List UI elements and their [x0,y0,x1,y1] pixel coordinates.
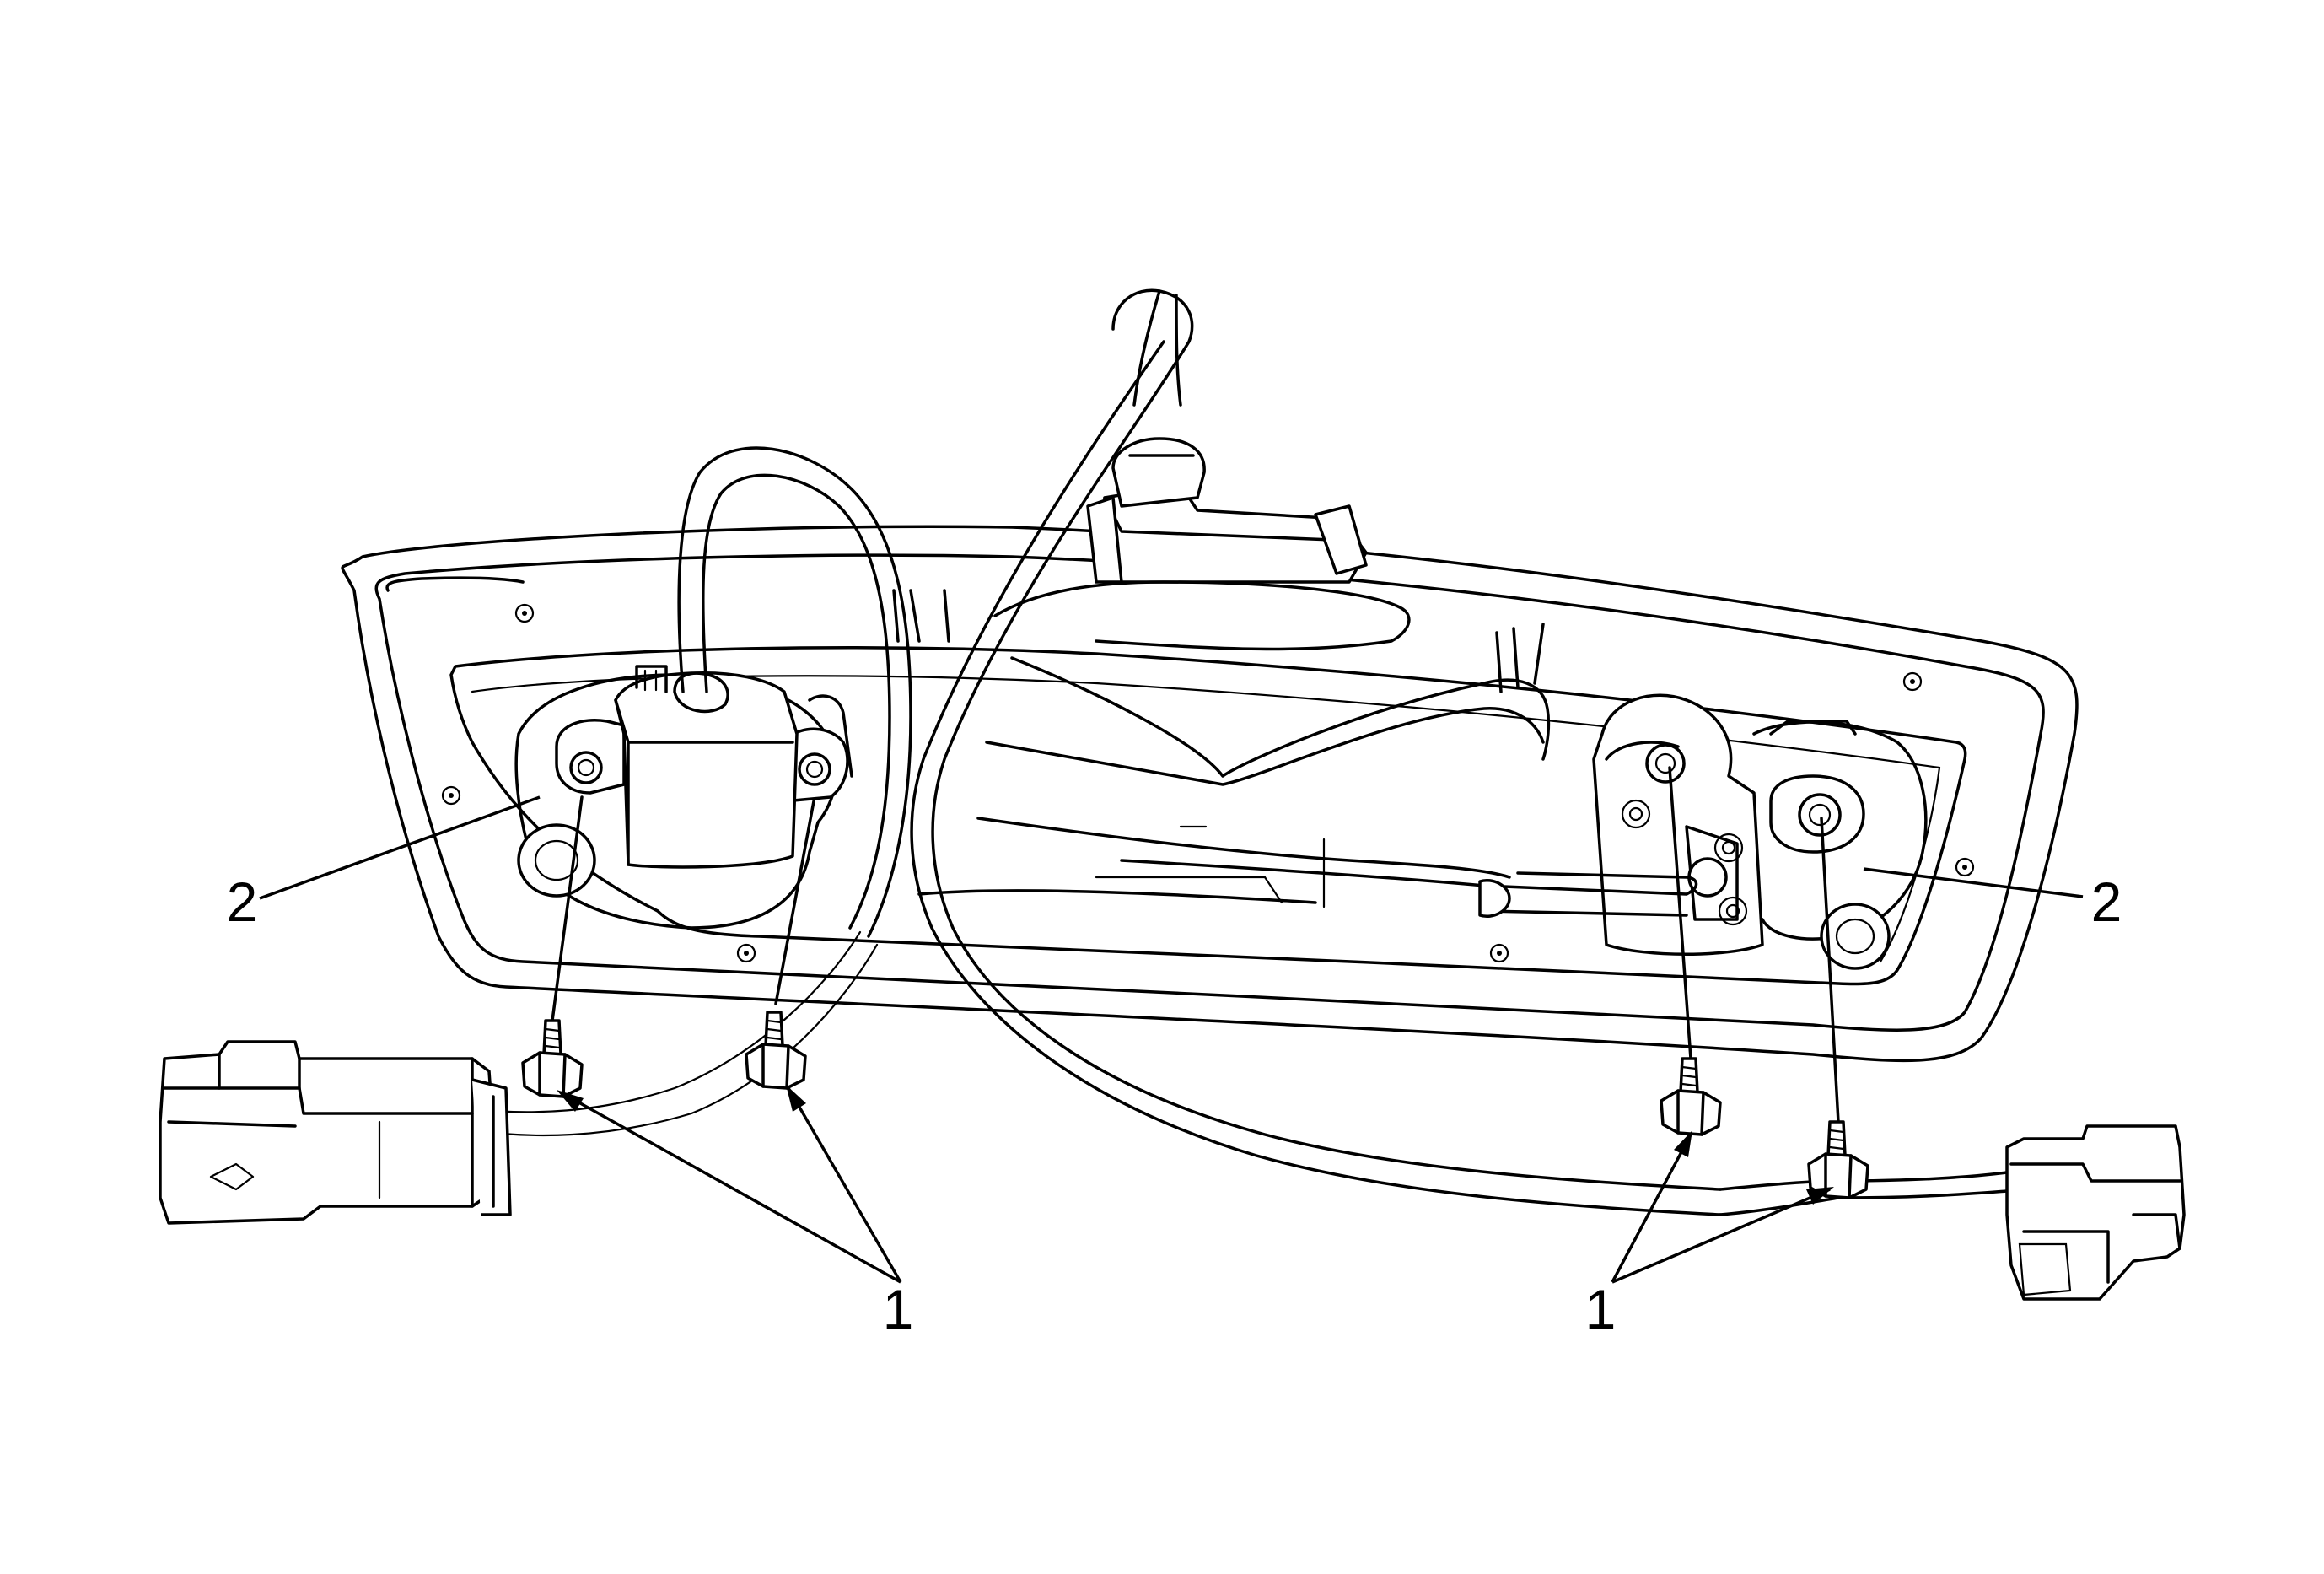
outer-bezel [341,525,2079,1063]
right-connector [2005,1124,2186,1301]
bolt-right-inner [1660,766,1722,1136]
arrowhead-1-right-a [1674,1130,1692,1157]
arrowhead-1-left-a [557,1090,584,1112]
leader-lines [259,795,2084,1284]
left-connector [159,1040,512,1225]
left-module-cable [471,446,912,1137]
leader-2-left [259,795,541,900]
bolt-left-inner [745,800,815,1090]
bezel-fastener-dots [441,603,1975,963]
callout-2-left: 2 [227,871,258,933]
leader-2-right [1863,867,2084,898]
right-boss-area [1752,720,1928,970]
callout-2-right: 2 [2091,871,2122,933]
leader-1-right-a [1611,1134,1692,1283]
bolt-right-outer [1807,817,1869,1199]
right-harness [1120,859,2009,1216]
leader-1-left-a [560,1091,901,1284]
center-latch-body [892,580,1551,908]
arrowhead-1-right-b [1806,1187,1834,1205]
leader-1-left-b [787,1087,902,1283]
main-harness-loop [910,288,1722,1216]
arrowhead-1-left-b [786,1085,806,1112]
left-sensor-module [555,665,849,869]
top-center-bracket [1086,437,1368,584]
right-sensor-module [1592,693,1764,956]
callout-1-right: 1 [1585,1278,1617,1340]
leader-1-right-b [1611,1188,1831,1284]
callout-1-left: 1 [883,1278,914,1340]
bolt-left-outer [521,795,584,1098]
